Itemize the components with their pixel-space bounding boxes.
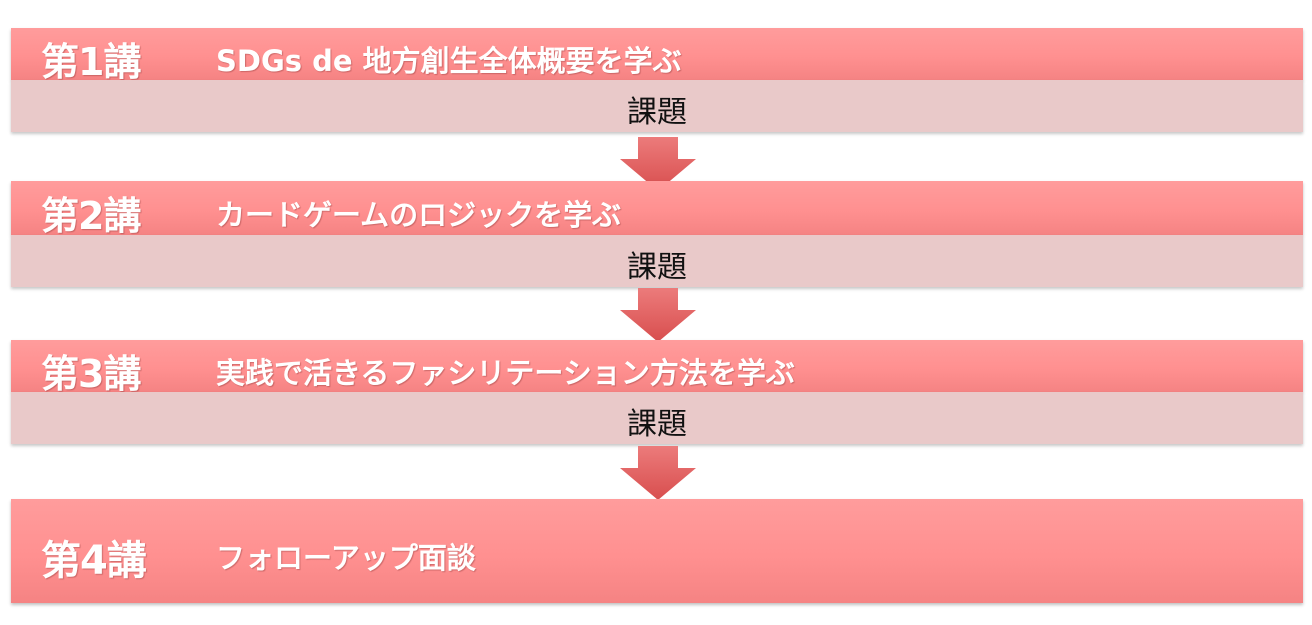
lecture-4-title: フォローアップ面談 <box>216 541 476 575</box>
lecture-2-title: カードゲームのロジックを学ぶ <box>216 198 622 232</box>
lecture-2-task-label: 課題 <box>627 250 687 285</box>
down-arrow-icon <box>620 137 696 191</box>
lecture-3-number: 第3講 <box>41 352 141 396</box>
lecture-3-task-bar: 課題 <box>11 392 1303 444</box>
down-arrow-icon <box>620 288 696 342</box>
lecture-1-title: SDGs de 地方創生全体概要を学ぶ <box>216 44 682 78</box>
lecture-4-number: 第4講 <box>41 538 147 584</box>
lecture-2-bar: 第2講 カードゲームのロジックを学ぶ <box>11 181 1303 238</box>
lecture-1-number: 第1講 <box>41 40 141 84</box>
lecture-2-number: 第2講 <box>41 194 141 238</box>
lecture-1-task-bar: 課題 <box>11 80 1303 132</box>
lecture-4-bar: 第4講 フォローアップ面談 <box>11 499 1303 603</box>
lecture-3-title: 実践で活きるファシリテーション方法を学ぶ <box>216 356 795 390</box>
lecture-2-task-bar: 課題 <box>11 235 1303 287</box>
lecture-3-task-label: 課題 <box>627 407 687 442</box>
down-arrow-icon <box>620 446 696 500</box>
lecture-3-bar: 第3講 実践で活きるファシリテーション方法を学ぶ <box>11 340 1303 396</box>
lecture-1-task-label: 課題 <box>627 95 687 130</box>
lecture-1-bar: 第1講 SDGs de 地方創生全体概要を学ぶ <box>11 28 1303 84</box>
